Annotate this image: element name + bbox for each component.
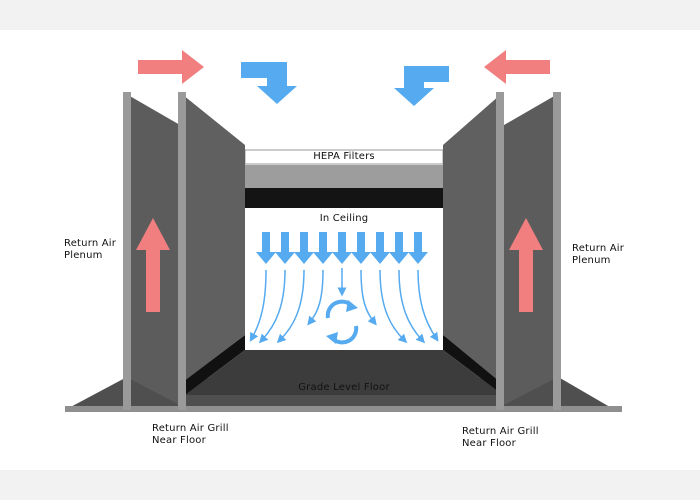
- left-inner-wall: [183, 95, 245, 382]
- right-inner-post: [496, 92, 504, 410]
- left-outer-post: [123, 92, 131, 410]
- up-arrow-icon: [509, 218, 543, 312]
- floor-edge: [65, 406, 622, 412]
- ceiling-plate: [200, 165, 490, 188]
- down-bent-arrow-icon: [394, 66, 449, 106]
- circular-arrow-head: [346, 300, 358, 312]
- airflow-streamlines: [249, 268, 439, 344]
- return-air-grill-left-label: Return Air Grill Near Floor: [152, 423, 229, 446]
- in-ceiling-label: In Ceiling: [319, 213, 369, 224]
- ceiling-underside: [200, 188, 490, 208]
- room-interior: [245, 205, 443, 350]
- left-grill-band: [185, 335, 245, 395]
- right-arrow-icon: [138, 50, 204, 84]
- return-air-plenum-right-label: Return Air Plenum: [572, 243, 625, 266]
- left-inner-post: [178, 92, 186, 410]
- right-outer-post: [553, 92, 561, 410]
- floor-interior: [185, 350, 503, 395]
- circular-arrow-head: [326, 332, 338, 344]
- return-air-plenum-left-label: Return Air Plenum: [64, 238, 117, 261]
- grade-level-floor-label: Grade Level Floor: [298, 382, 390, 393]
- down-bent-arrow-icon: [241, 62, 297, 104]
- supply-down-arrows: [256, 232, 428, 264]
- up-arrow-icon: [136, 218, 170, 312]
- return-air-grill-right-label: Return Air Grill Near Floor: [462, 426, 539, 449]
- right-inner-wall: [443, 95, 500, 382]
- left-arrow-icon: [484, 50, 550, 84]
- hepa-filters-label: HEPA Filters: [313, 151, 375, 162]
- right-grill-band: [443, 335, 503, 395]
